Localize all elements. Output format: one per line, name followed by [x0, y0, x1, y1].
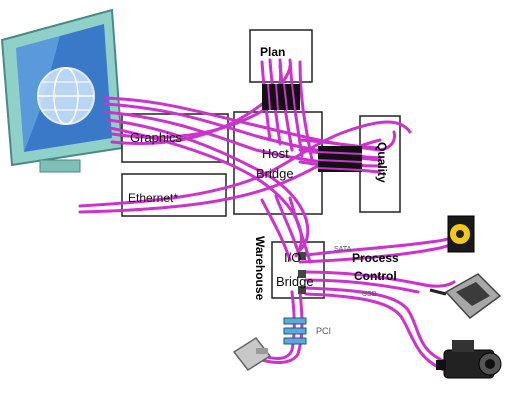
- plan-label: Plan: [260, 45, 285, 59]
- connector: [298, 252, 306, 260]
- webcam-icon: [447, 215, 475, 253]
- pci-slot: [283, 337, 307, 345]
- cable: [262, 290, 296, 360]
- connector: [298, 286, 306, 294]
- host-bridge-label-line1: Host: [262, 146, 289, 161]
- cable: [304, 270, 456, 288]
- camcorder-icon: [436, 340, 502, 379]
- usb-label: USB: [362, 291, 377, 298]
- io-bridge-label-line1: I/O: [284, 250, 301, 265]
- cable: [260, 198, 292, 262]
- cable: [304, 292, 446, 372]
- port-connectors: [298, 252, 306, 294]
- globe-icon: [37, 67, 95, 125]
- cable: [260, 290, 304, 364]
- cable-tie-stripes: [267, 83, 363, 171]
- warehouse-label: Warehouse: [253, 236, 267, 301]
- cable: [298, 138, 380, 150]
- connector: [298, 270, 306, 278]
- io-bridge-label-line2: Bridge: [276, 274, 314, 289]
- cable: [378, 130, 396, 152]
- quality-label: Quality: [375, 142, 389, 183]
- cable: [78, 120, 412, 208]
- mp3-player-icon: [429, 273, 502, 320]
- pci-slot: [283, 327, 307, 335]
- process-control-label-line2: Control: [354, 269, 397, 283]
- graphics-label: Graphics: [130, 130, 183, 145]
- pci-slots: [283, 317, 307, 345]
- cable: [304, 278, 420, 294]
- cable: [110, 64, 292, 145]
- ethernet-label: Ethernet*: [128, 191, 178, 205]
- cable: [304, 286, 448, 364]
- sata-label: SATA: [334, 246, 352, 253]
- usb-device-icon: [232, 337, 272, 371]
- monitor-icon: [0, 8, 124, 173]
- cable: [106, 118, 310, 252]
- pci-slot: [283, 317, 307, 325]
- cable: [298, 60, 314, 162]
- process-control-label-line1: Process: [352, 251, 399, 265]
- host-bridge-label-line2: Bridge: [256, 166, 294, 181]
- cable: [274, 194, 302, 260]
- pci-label: PCI: [316, 326, 331, 336]
